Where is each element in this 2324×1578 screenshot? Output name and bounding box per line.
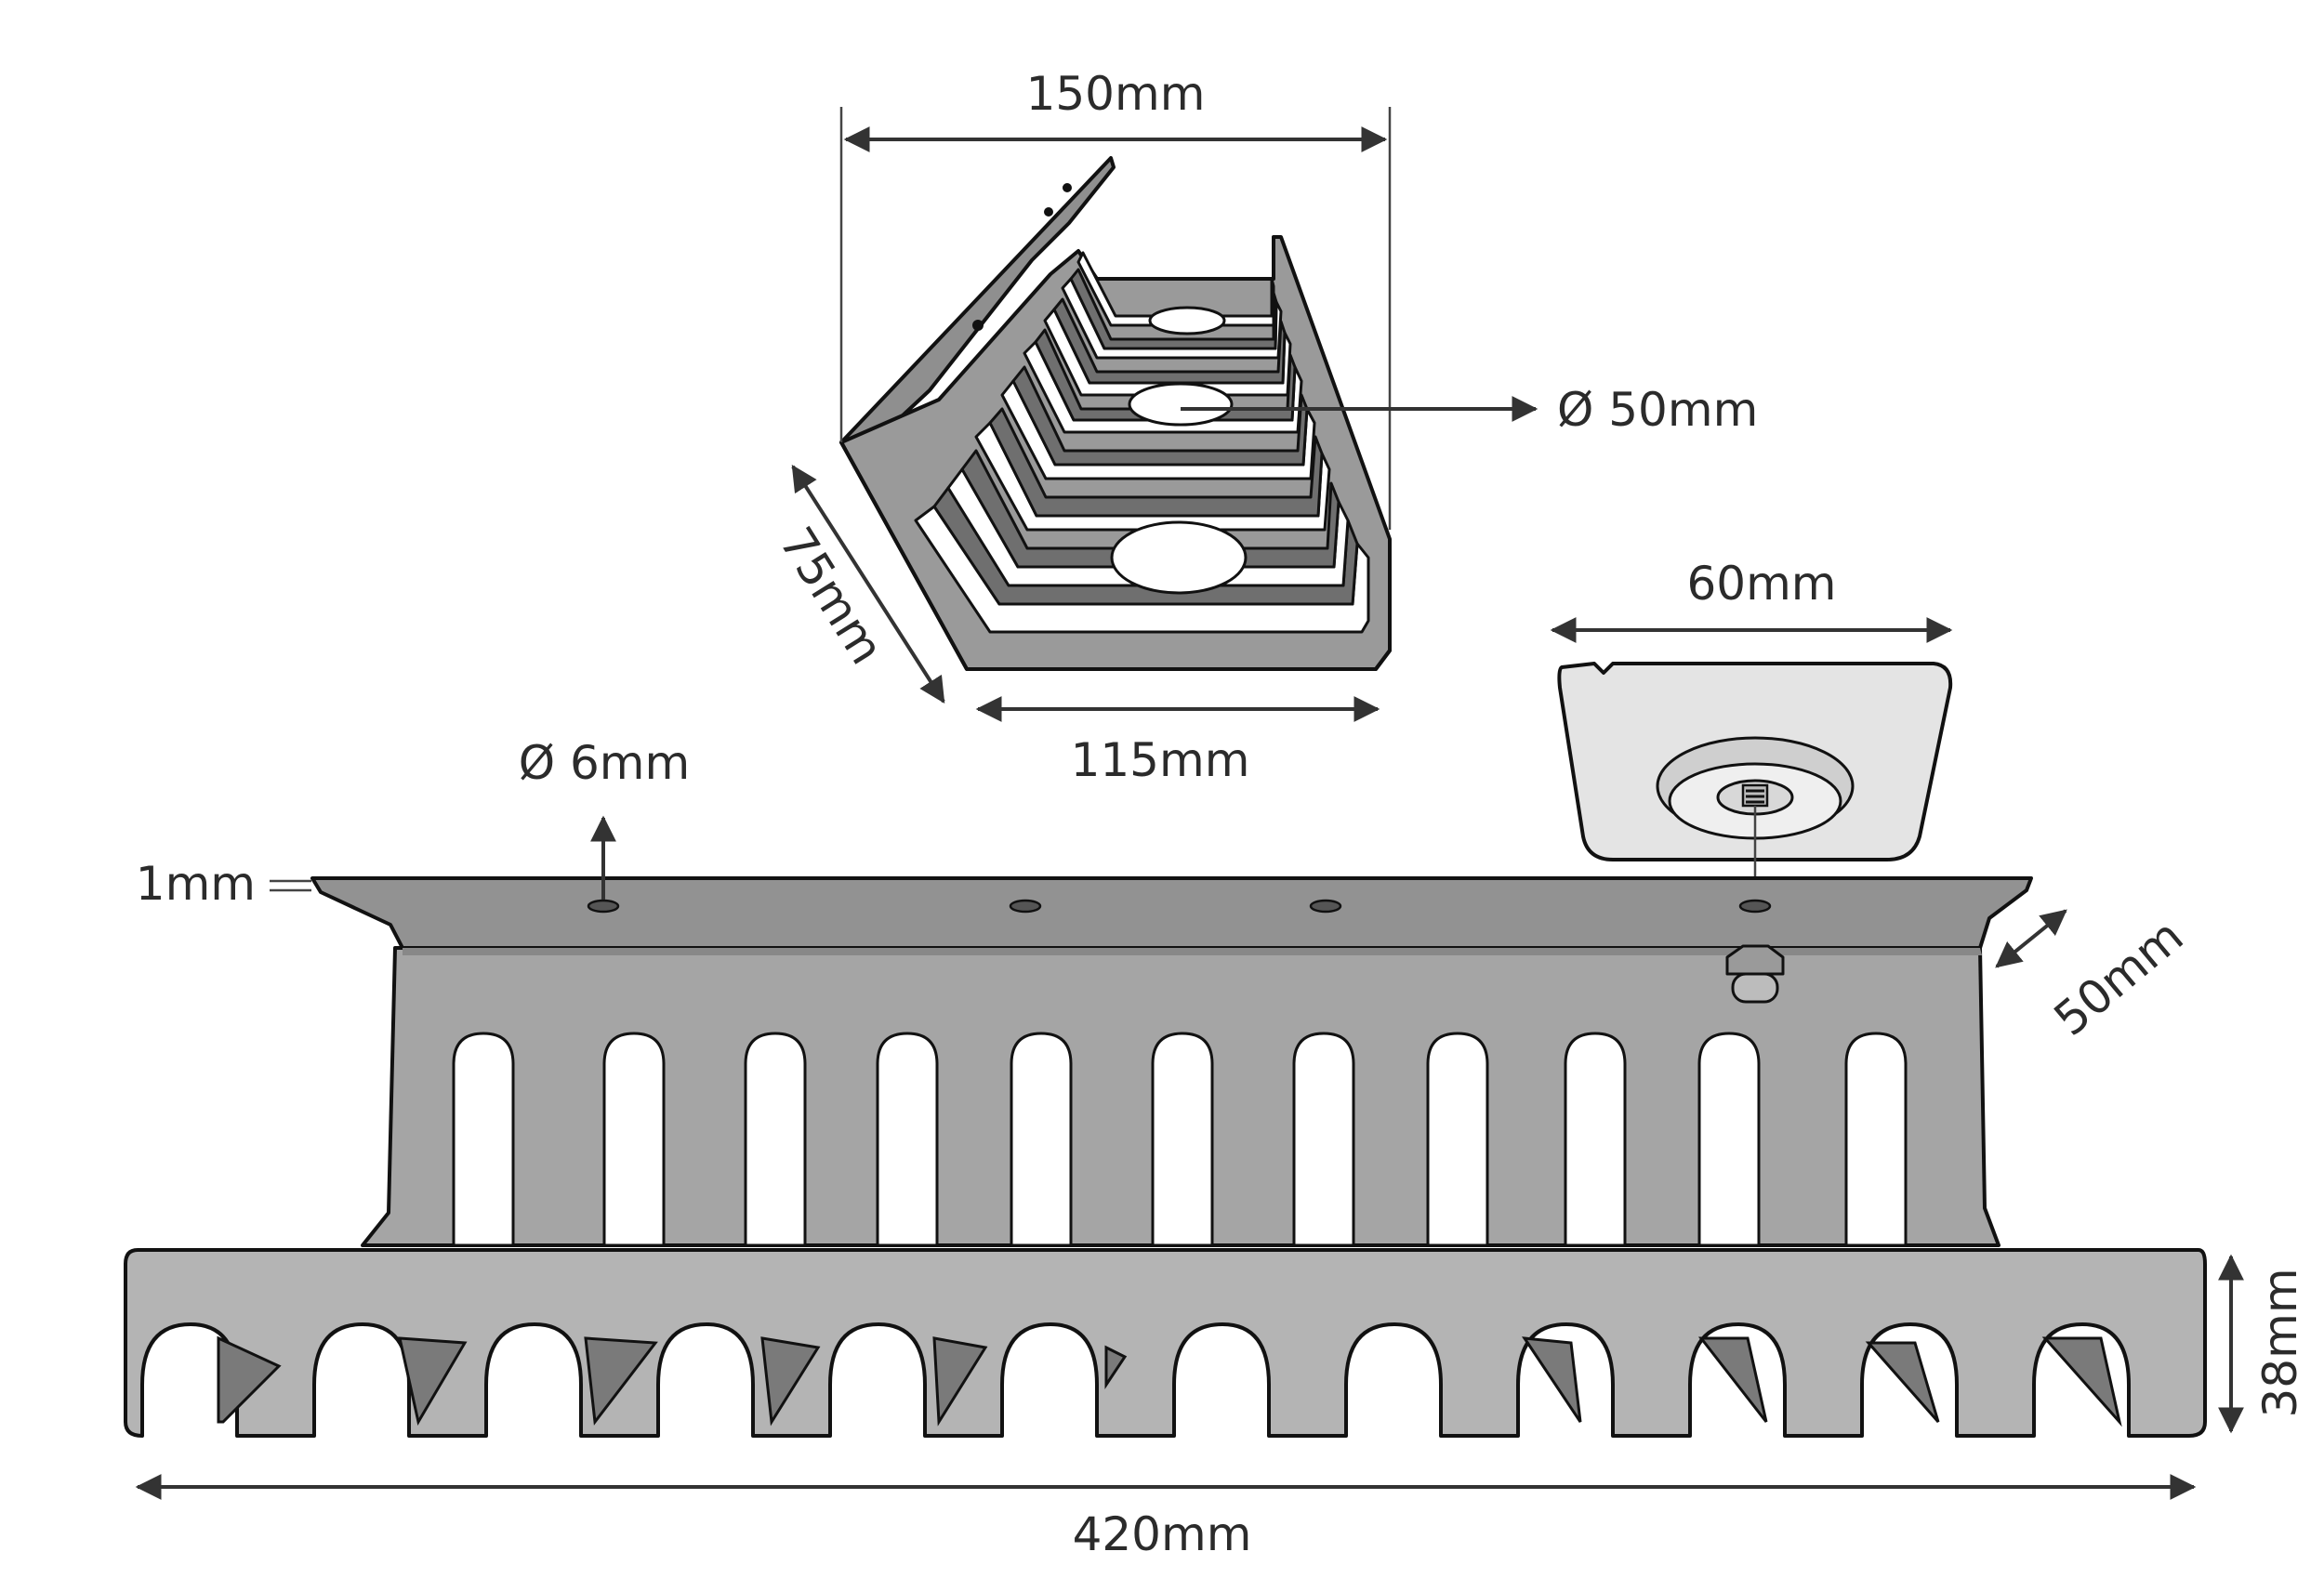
- dimension-width-bottom: 115mm: [975, 696, 1380, 787]
- dimension-height: 38mm: [2218, 1254, 2307, 1434]
- dimension-thickness: 1mm: [136, 857, 311, 911]
- dimension-hole-small-label: Ø 6mm: [519, 736, 690, 790]
- dimension-length-label: 420mm: [1073, 1507, 1252, 1561]
- dimension-hole-large: Ø 50mm: [1181, 383, 1758, 437]
- dimension-thickness-label: 1mm: [136, 857, 256, 911]
- dimension-width-top: 150mm: [839, 67, 1392, 530]
- dimension-length: 420mm: [135, 1474, 2197, 1561]
- dimension-hole-small: Ø 6mm: [519, 736, 690, 900]
- tray-top-flange: [310, 876, 2033, 950]
- dimension-plate-width: 60mm: [1550, 557, 1953, 643]
- flange-screw-hole: [1009, 899, 1042, 914]
- mounting-nut: [1725, 944, 1785, 1004]
- dimension-plate-width-label: 60mm: [1686, 557, 1836, 611]
- dimension-width-bottom-label: 115mm: [1071, 733, 1250, 787]
- flange-screw-hole: [1738, 899, 1772, 914]
- flange-screw-hole: [1309, 899, 1342, 914]
- end-view-slots: [914, 251, 1370, 634]
- tray-front-lip: [124, 1248, 2207, 1438]
- end-view-large-hole: [1110, 520, 1248, 595]
- dimension-width-top-label: 150mm: [1026, 67, 1206, 121]
- end-view-screw-hole: [1044, 207, 1053, 217]
- end-view-screw-hole: [972, 320, 984, 331]
- end-view-mid-hole: [1128, 382, 1234, 427]
- dimension-height-label: 38mm: [2253, 1268, 2307, 1417]
- tray-back-slots: [452, 1032, 1908, 1247]
- mounting-plate: [1557, 662, 1953, 948]
- dimension-hole-large-label: Ø 50mm: [1557, 383, 1758, 437]
- dimension-flange-depth: 50mm: [1995, 909, 2194, 1046]
- tray-front-cutouts: [217, 1335, 2122, 1427]
- end-view-top-hole: [1148, 306, 1226, 335]
- dimension-flange-depth-label: 50mm: [2044, 909, 2194, 1046]
- cable-tray: [124, 876, 2207, 1438]
- flange-screw-hole: [587, 899, 620, 914]
- end-view-screw-hole: [1063, 183, 1072, 192]
- end-view-bracket: [839, 156, 1392, 671]
